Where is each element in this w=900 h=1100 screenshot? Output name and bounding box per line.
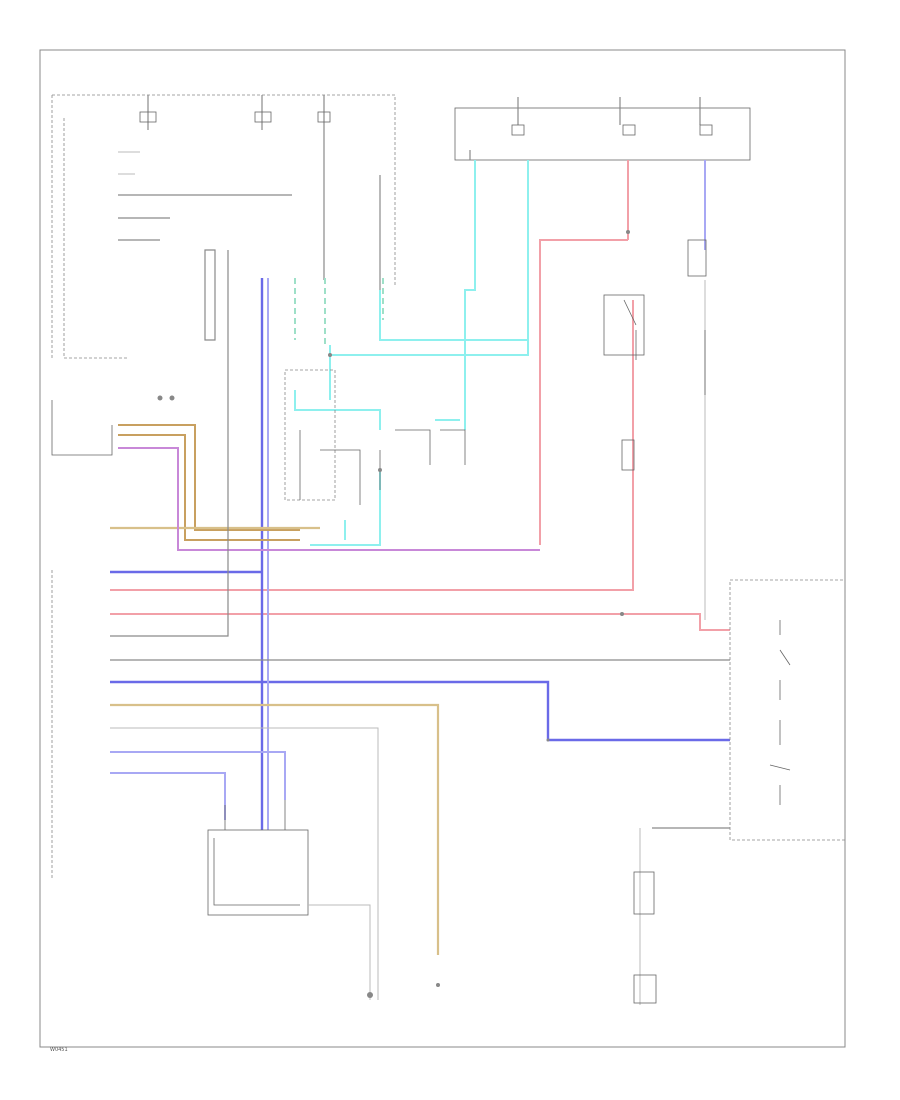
gray-wires — [110, 249, 730, 1005]
cyan-wires — [294, 160, 529, 546]
bottom-relay — [207, 800, 440, 1000]
magenta-wire — [118, 447, 540, 551]
bottom-right-sensors — [633, 871, 657, 1004]
tan-wires — [110, 424, 440, 955]
right-components — [603, 239, 707, 471]
diagram-code: W0451 — [50, 1047, 68, 1053]
center-cluster — [284, 353, 466, 505]
right-module — [729, 579, 846, 841]
blue-wires — [110, 278, 730, 830]
junction-dots — [157, 230, 630, 742]
left-modules — [51, 400, 113, 880]
fuse-box-right — [454, 97, 751, 161]
pink-wires — [110, 160, 730, 631]
fuse-box-left — [51, 94, 396, 360]
diagram-frame — [39, 49, 846, 1048]
ground-icon — [367, 992, 373, 998]
